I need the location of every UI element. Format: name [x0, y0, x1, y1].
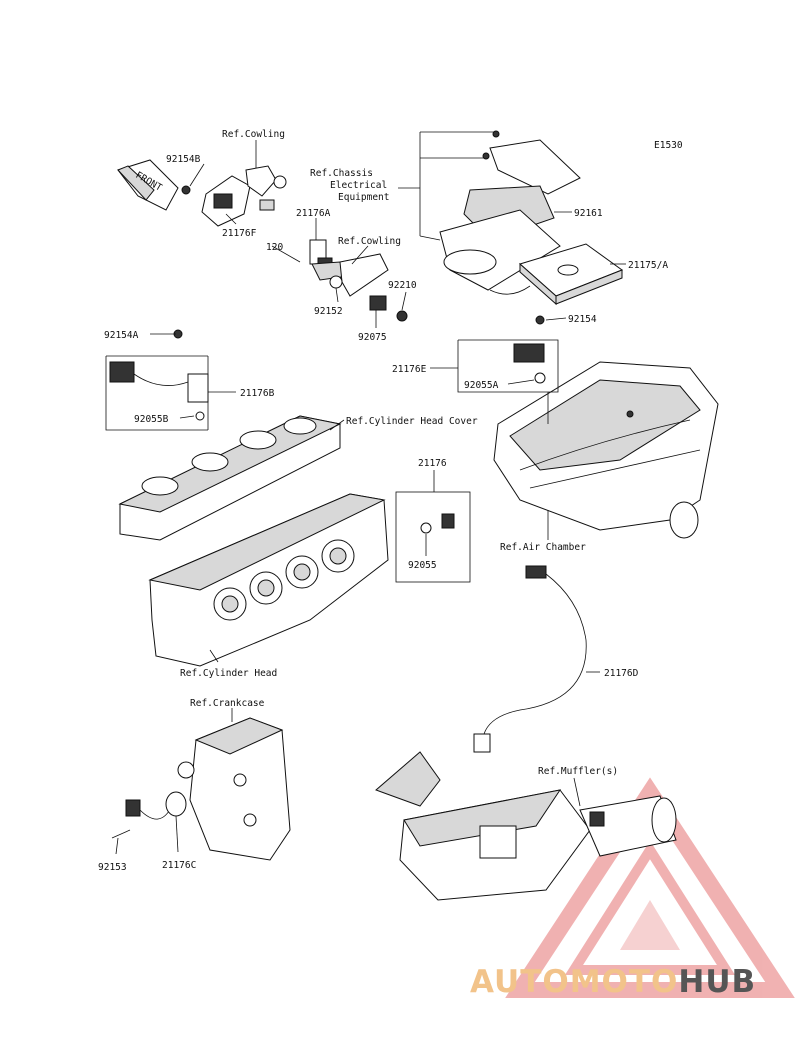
label-21176C: 21176C	[162, 860, 196, 871]
front-arrow-icon: FRONT	[117, 159, 179, 211]
label-ref-cylinder-head: Ref.Cylinder Head	[180, 668, 277, 679]
bracket-92161	[439, 130, 581, 295]
label-92055B: 92055B	[134, 414, 169, 425]
label-92210: 92210	[388, 280, 417, 291]
label-ref-mufflers: Ref.Muffler(s)	[538, 766, 618, 777]
watermark-logo	[505, 777, 795, 998]
label-ref-air-chamber: Ref.Air Chamber	[500, 542, 586, 553]
leader-lines	[105, 131, 626, 855]
watermark-text: AUTOMOTOHUB	[470, 964, 756, 1000]
label-92154A: 92154A	[104, 330, 139, 341]
label-92154B: 92154B	[166, 154, 201, 165]
watermark-part-a: AUTOMOTO	[470, 964, 679, 1000]
label-ref-cowling-top: Ref.Cowling	[222, 129, 285, 140]
label-21176B: 21176B	[240, 388, 275, 399]
muffler	[375, 751, 677, 901]
sensor-21176D	[473, 565, 587, 753]
label-ref-crankcase: Ref.Crankcase	[190, 698, 265, 709]
label-92055A: 92055A	[464, 380, 499, 391]
label-21176D: 21176D	[604, 668, 639, 679]
air-chamber	[493, 361, 719, 539]
label-ref-chassis-1: Ref.Chassis	[310, 168, 373, 179]
sensor-21176	[420, 513, 455, 534]
cylinder-head-cover	[118, 415, 342, 541]
sensor-21176E	[513, 315, 546, 384]
sensor-21176B	[109, 329, 209, 421]
label-120: 120	[266, 242, 283, 253]
label-92075: 92075	[358, 332, 387, 343]
label-21176F: 21176F	[222, 228, 257, 239]
crankcase	[177, 717, 291, 861]
unit-21175A	[519, 243, 624, 306]
label-ref-cylinder-head-cover: Ref.Cylinder Head Cover	[346, 416, 478, 427]
label-92154: 92154	[568, 314, 597, 325]
label-21175A: 21175/A	[628, 260, 668, 271]
label-92055: 92055	[408, 560, 437, 571]
sensor-21176A	[271, 239, 408, 322]
label-ref-cowling-mid: Ref.Cowling	[338, 236, 401, 247]
cylinder-head	[148, 493, 389, 667]
label-21176E: 21176E	[392, 364, 427, 375]
label-21176A: 21176A	[296, 208, 331, 219]
label-92152: 92152	[314, 306, 343, 317]
diagram-code: E1530	[654, 140, 683, 151]
label-92161: 92161	[574, 208, 603, 219]
callout-labels: E1530 Ref.Cowling 92154B 21176F 120 2117…	[98, 129, 683, 873]
sensor-21176F	[181, 165, 287, 227]
watermark-part-b: HUB	[678, 964, 757, 1000]
label-ref-chassis-2: Electrical	[330, 180, 387, 191]
label-92153: 92153	[98, 862, 127, 873]
label-21176: 21176	[418, 458, 447, 469]
label-ref-chassis-3: Equipment	[338, 192, 389, 203]
sensor-21176C	[111, 791, 187, 839]
